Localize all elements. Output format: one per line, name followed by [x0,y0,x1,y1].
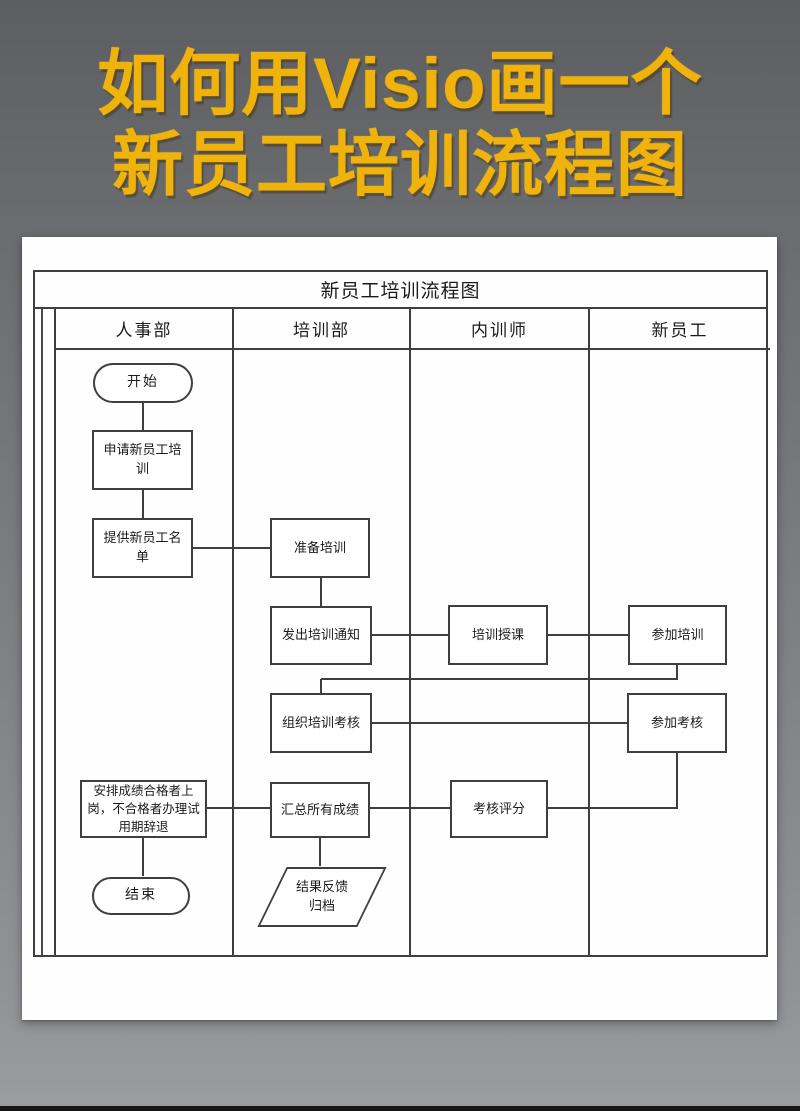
connector-arrange-end [142,837,144,876]
connector-provide-prepare [193,547,270,549]
swimlane-body: 人事部 培训部 内训师 新员工 [35,309,770,955]
flowchart-title: 新员工培训流程图 [35,272,766,309]
connector-summarize-arrange [207,807,270,809]
node-attend-training: 参加培训 [628,605,727,665]
lane-hr: 人事部 [56,309,234,955]
connector-organize-attend-exam [372,722,627,724]
lane-new-employee: 新员工 [590,309,770,955]
connector-start-apply [142,403,144,430]
poster-title-line1: 如何用Visio画一个 [97,45,703,124]
connector-summarize-archive [319,837,321,866]
connector-attend-exam-down [676,753,678,809]
node-teach-course: 培训授课 [448,605,548,665]
lane-training-dept: 培训部 [234,309,411,955]
phase-strip-line [41,309,43,955]
connector-apply-provide [142,490,144,518]
node-apply-training: 申请新员工培训 [92,430,193,490]
node-attend-exam: 参加考核 [627,693,727,753]
connector-prepare-notice [320,578,322,606]
swimlane-frame: 新员工培训流程图 人事部 培训部 内训师 新员工 [33,270,770,957]
node-send-notice: 发出培训通知 [270,606,372,665]
node-end: 结束 [92,877,190,915]
flowchart-shapes: 开始 申请新员工培训 提供新员工名单 准备培训 发出培训通知 培训授课 参加培训… [22,237,777,1020]
lane-header-new-employee: 新员工 [590,309,770,350]
poster-title: 如何用Visio画一个 新员工培训流程图 [0,44,800,206]
connector-attend-training-down [676,665,678,680]
document-page: 新员工培训流程图 人事部 培训部 内训师 新员工 [22,237,777,1020]
node-organize-exam: 组织培训考核 [270,693,372,753]
poster-title-line2: 新员工培训流程图 [111,126,688,205]
connector-score-summarize [370,807,450,809]
node-feedback-archive: 结果反馈归档 [257,867,387,927]
node-start: 开始 [93,363,193,403]
node-summarize-scores: 汇总所有成绩 [270,782,370,838]
node-prepare-training: 准备培训 [270,518,370,578]
lane-header-hr: 人事部 [56,309,232,350]
connector-into-score [548,807,678,809]
connector-notice-teach [372,634,448,636]
lane-trainer: 内训师 [411,309,590,955]
node-exam-scoring: 考核评分 [450,780,548,838]
connector-teach-attend-training [548,634,628,636]
lane-header-trainer: 内训师 [411,309,588,350]
phase-strip [35,309,56,955]
node-feedback-archive-label: 结果反馈归档 [295,879,348,913]
node-arrange-results: 安排成绩合格者上岗，不合格者办理试用期辞退 [80,780,207,838]
lane-header-training-dept: 培训部 [234,309,409,350]
bottom-bar [0,1106,800,1111]
connector-attend-training-across [321,678,678,680]
connector-into-organize-exam [320,679,322,693]
node-provide-name-list: 提供新员工名单 [92,518,193,578]
